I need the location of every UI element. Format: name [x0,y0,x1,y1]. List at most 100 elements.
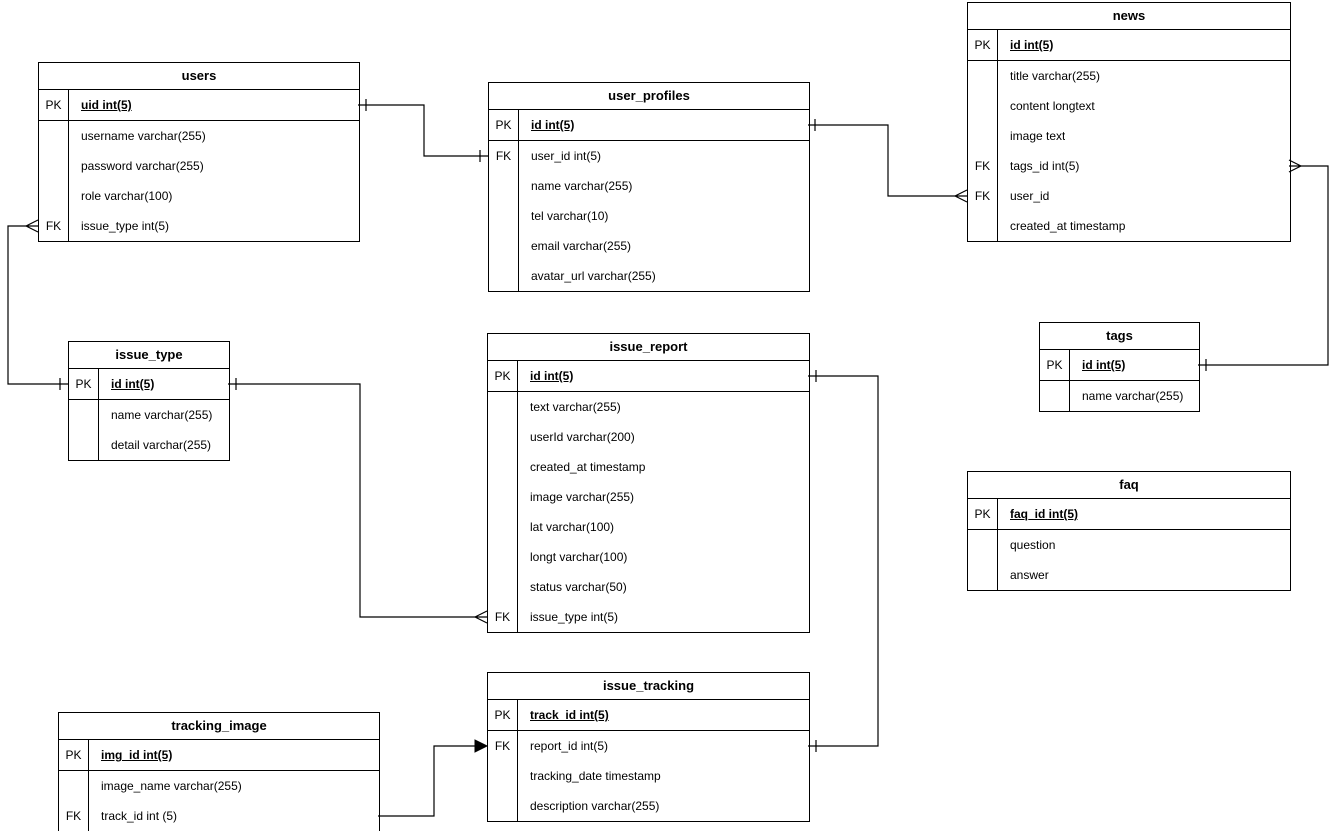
table-row: FK user_id [968,181,1290,211]
pk-field: uid int(5) [81,98,132,112]
key-tag [489,231,519,261]
table-row: username varchar(255) [39,121,359,151]
field: image_name varchar(255) [101,779,242,793]
table-row: userId varchar(200) [488,422,809,452]
key-tag: PK [39,90,69,120]
key-tag [488,761,518,791]
entity-users[interactable]: users PK uid int(5) username varchar(255… [38,62,360,242]
table-row: image text [968,121,1290,151]
table-row: lat varchar(100) [488,512,809,542]
key-tag [968,560,998,590]
table-row: tel varchar(10) [489,201,809,231]
key-tag [488,572,518,602]
table-row: PK id int(5) [488,361,809,392]
key-tag [39,181,69,211]
key-tag: FK [488,731,518,761]
pk-field: id int(5) [111,377,155,391]
field: longt varchar(100) [530,550,628,564]
rel-users-issue-type [7,219,68,390]
rel-user-profiles-news [808,119,968,203]
field: user_id int(5) [531,149,602,163]
field: text varchar(255) [530,400,621,414]
rel-issue-type-issue-report [228,378,488,624]
key-tag [488,422,518,452]
key-tag [489,171,519,201]
table-row: FK report_id int(5) [488,731,809,761]
entity-issue-report[interactable]: issue_report PK id int(5) text varchar(2… [487,333,810,633]
table-row: name varchar(255) [69,400,229,430]
table-row: name varchar(255) [489,171,809,201]
entity-tracking-image[interactable]: tracking_image PK img_id int(5) image_na… [58,712,380,831]
key-tag [69,400,99,430]
key-tag [488,392,518,422]
table-row: FK user_id int(5) [489,141,809,171]
key-tag: PK [968,499,998,529]
rel-users-user-profiles [358,99,488,162]
entity-news[interactable]: news PK id int(5) title varchar(255) con… [967,2,1291,242]
table-row: answer [968,560,1290,590]
entity-user-profiles[interactable]: user_profiles PK id int(5) FK user_id in… [488,82,810,292]
table-row: name varchar(255) [1040,381,1199,411]
table-row: password varchar(255) [39,151,359,181]
table-row: FK track_id int (5) [59,801,379,831]
table-row: content longtext [968,91,1290,121]
table-title: news [968,3,1290,30]
rel-tracking-image-issue-tracking [378,739,489,817]
pk-field: id int(5) [1082,358,1126,372]
field: title varchar(255) [1010,69,1101,83]
table-row: detail varchar(255) [69,430,229,460]
table-row: title varchar(255) [968,61,1290,91]
table-row: image_name varchar(255) [59,771,379,801]
key-tag: PK [69,369,99,399]
key-tag: FK [488,602,518,632]
pk-field: id int(5) [1010,38,1054,52]
key-tag [488,791,518,821]
field: description varchar(255) [530,799,660,813]
key-tag: PK [59,740,89,770]
rel-issue-report-issue-tracking [808,370,879,752]
field: userId varchar(200) [530,430,635,444]
table-title: tracking_image [59,713,379,740]
key-tag: PK [488,700,518,730]
table-row: FK tags_id int(5) [968,151,1290,181]
table-row: description varchar(255) [488,791,809,821]
table-row: PK img_id int(5) [59,740,379,771]
field: issue_type int(5) [81,219,170,233]
table-title: faq [968,472,1290,499]
entity-issue-type[interactable]: issue_type PK id int(5) name varchar(255… [68,341,230,461]
key-tag: FK [968,181,998,211]
table-row: longt varchar(100) [488,542,809,572]
entity-tags[interactable]: tags PK id int(5) name varchar(255) [1039,322,1200,412]
field: status varchar(50) [530,580,627,594]
field: content longtext [1010,99,1095,113]
pk-field: img_id int(5) [101,748,173,762]
entity-issue-tracking[interactable]: issue_tracking PK track_id int(5) FK rep… [487,672,810,822]
key-tag: PK [489,110,519,140]
table-row: FK issue_type int(5) [488,602,809,632]
field: created_at timestamp [1010,219,1126,233]
arrowhead-icon [474,739,489,753]
key-tag: FK [968,151,998,181]
field: avatar_url varchar(255) [531,269,656,283]
pk-field: id int(5) [531,118,575,132]
key-tag [489,261,519,291]
table-title: issue_tracking [488,673,809,700]
table-row: image varchar(255) [488,482,809,512]
field: track_id int (5) [101,809,178,823]
field: created_at timestamp [530,460,646,474]
field: image varchar(255) [530,490,635,504]
key-tag: FK [59,801,89,831]
field: image text [1010,129,1066,143]
key-tag [39,151,69,181]
key-tag: FK [489,141,519,171]
key-tag [968,61,998,91]
table-row: FK issue_type int(5) [39,211,359,241]
table-row: tracking_date timestamp [488,761,809,791]
key-tag [59,771,89,801]
field: tags_id int(5) [1010,159,1080,173]
table-title: user_profiles [489,83,809,110]
entity-faq[interactable]: faq PK faq_id int(5) question answer [967,471,1291,591]
key-tag: PK [1040,350,1070,380]
field: detail varchar(255) [111,438,212,452]
